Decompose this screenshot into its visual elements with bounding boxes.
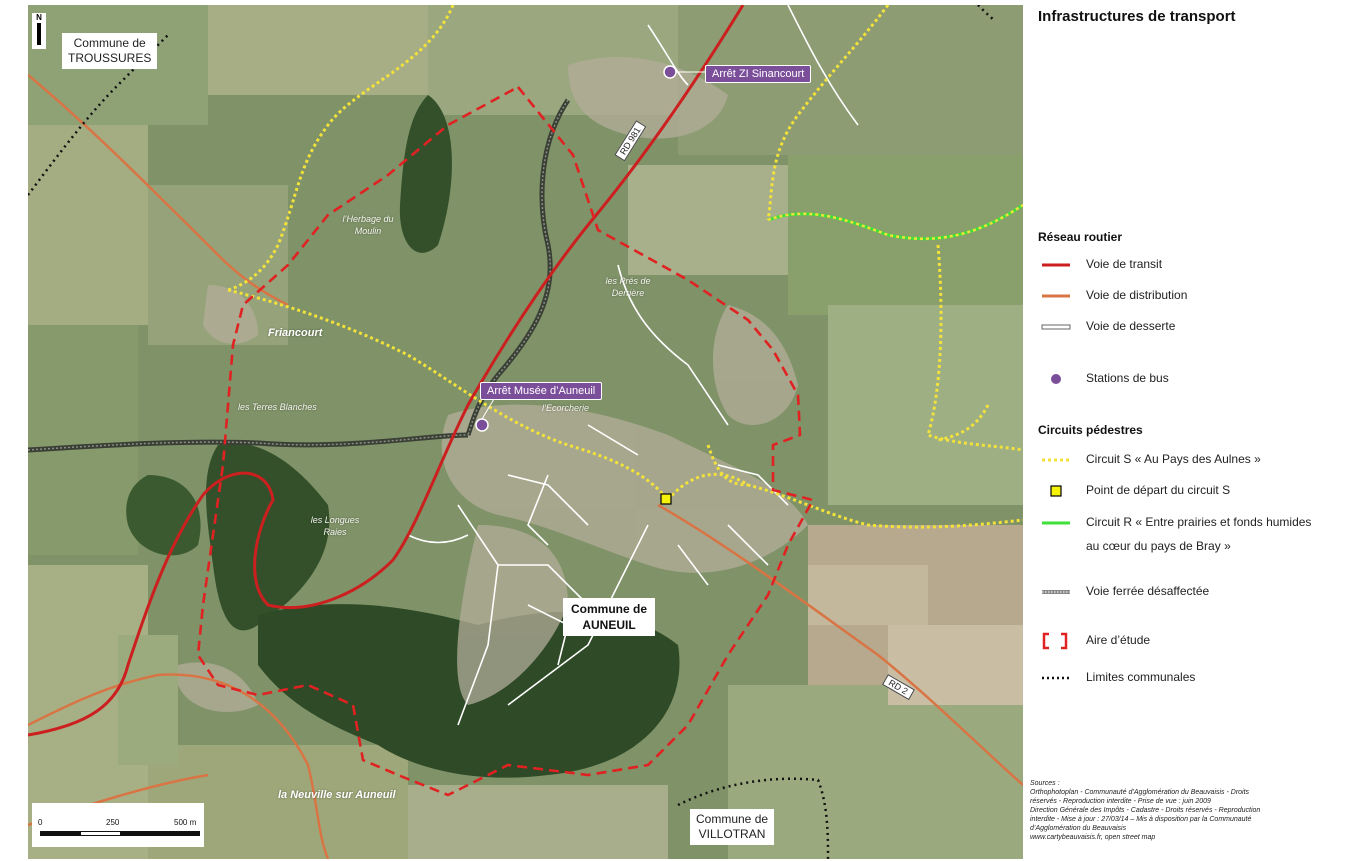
built-up-area: [178, 56, 808, 713]
sources-line: interdite - Mise à jour : 27/03/14 – Mis…: [1030, 816, 1252, 823]
commune-limits: [28, 5, 995, 859]
circuit-r-icon: [1042, 521, 1070, 525]
legend-label: Stations de bus: [1086, 371, 1169, 385]
locality-pres-de-derriere: les Prés de Derrière: [605, 276, 651, 298]
bus-stops: [475, 65, 706, 432]
scale-segment: [40, 831, 80, 836]
north-label: N: [36, 13, 42, 22]
legend-panel: Infrastructures de transport Réseau rout…: [1030, 0, 1366, 861]
legend-label: Point de départ du circuit S: [1086, 483, 1231, 497]
legend-section-road: Réseau routier: [1038, 230, 1123, 244]
locality-longues-raies: les Longues Raies: [310, 515, 360, 537]
legend-label: Circuit S « Au Pays des Aulnes »: [1086, 452, 1261, 466]
circuit-s: [227, 5, 1023, 529]
commune-villotran: Commune de VILLOTRAN: [690, 809, 775, 845]
legend-label: Voie de distribution: [1086, 288, 1188, 302]
sources-line: www.cartybeauvaisis.fr, open street map: [1030, 834, 1156, 841]
scale-label-500: 500 m: [174, 818, 197, 827]
place-friancourt: Friancourt: [268, 327, 323, 339]
bus-stop-marker[interactable]: [475, 418, 489, 432]
transit-road-icon: [1042, 263, 1070, 267]
scale-label-250: 250: [106, 818, 120, 827]
locality-terres-blanches: les Terres Blanches: [238, 402, 317, 412]
circuit-s-icon: [1042, 458, 1070, 462]
circuit-r: [766, 5, 1023, 241]
sources-line: Direction Générale des Impôts - Cadastre…: [1030, 807, 1261, 814]
north-arrow: N: [32, 13, 46, 49]
start-point-icon: [1050, 485, 1062, 497]
commune-troussures: Commune de TROUSSURES: [62, 33, 158, 69]
legend-label: Limites communales: [1086, 670, 1196, 684]
commune-label: Commune de: [73, 36, 146, 50]
map-area[interactable]: N Commune de TROUSSURES Commune de VILLO…: [28, 5, 1023, 859]
commune-limit-icon: [1042, 676, 1070, 680]
commune-auneuil: Commune de AUNEUIL: [563, 598, 656, 636]
commune-label: Commune de: [696, 812, 769, 826]
study-area-icon: [1042, 632, 1068, 650]
place-la-neuville: la Neuville sur Auneuil: [278, 789, 396, 801]
bus-station-icon: [1051, 374, 1061, 384]
circuit-s-start-marker[interactable]: [660, 493, 672, 505]
scale-segment: [80, 831, 122, 836]
legend-label: Voie ferrée désaffectée: [1086, 584, 1210, 598]
locality-ecorcherie: l’Ecorcherie: [542, 403, 590, 413]
desserte-roads: [407, 5, 859, 726]
map-base: [28, 5, 1023, 859]
legend-title: Infrastructures de transport: [1038, 8, 1236, 25]
bus-stop-label-sinancourt[interactable]: Arrêt ZI Sinancourt: [705, 65, 812, 83]
sources-block: Sources : Orthophotoplan - Communauté d’…: [1030, 779, 1360, 842]
scale-bar: 0 250 500 m: [32, 803, 204, 847]
legend-label: Voie de transit: [1086, 257, 1163, 271]
scale-label-0: 0: [38, 818, 43, 827]
legend-label: Circuit R « Entre prairies et fonds humi…: [1086, 515, 1312, 529]
legend-label: Voie de desserte: [1086, 319, 1176, 333]
bus-stop-label-musee[interactable]: Arrêt Musée d’Auneuil: [480, 382, 603, 400]
scale-segment: [120, 831, 200, 836]
sources-line: d’Agglomération du Beauvaisis: [1030, 825, 1127, 832]
commune-name: VILLOTRAN: [698, 827, 766, 841]
north-arrow-icon: [37, 23, 41, 45]
commune-name: AUNEUIL: [582, 618, 636, 632]
bus-stop-marker[interactable]: [663, 65, 677, 79]
distribution-road-icon: [1042, 294, 1070, 298]
locality-herbage-du-moulin: l’Herbage du Moulin: [342, 214, 394, 236]
sources-line: réservés - Reproduction interdite - Pris…: [1030, 798, 1211, 805]
legend-section-walk: Circuits pédestres: [1038, 423, 1143, 437]
study-area-boundary: [196, 85, 815, 797]
legend-label: Aire d’étude: [1086, 633, 1151, 647]
disused-railway-icon: [1042, 590, 1070, 594]
sources-line: Orthophotoplan - Communauté d’Agglomérat…: [1030, 789, 1250, 796]
legend-label-cont: au cœur du pays de Bray »: [1086, 539, 1231, 553]
transit-roads: [28, 5, 745, 737]
commune-name: TROUSSURES: [68, 51, 152, 65]
sources-line: Sources :: [1030, 780, 1060, 787]
desserte-road-icon: [1041, 324, 1071, 330]
commune-label: Commune de: [571, 602, 648, 616]
